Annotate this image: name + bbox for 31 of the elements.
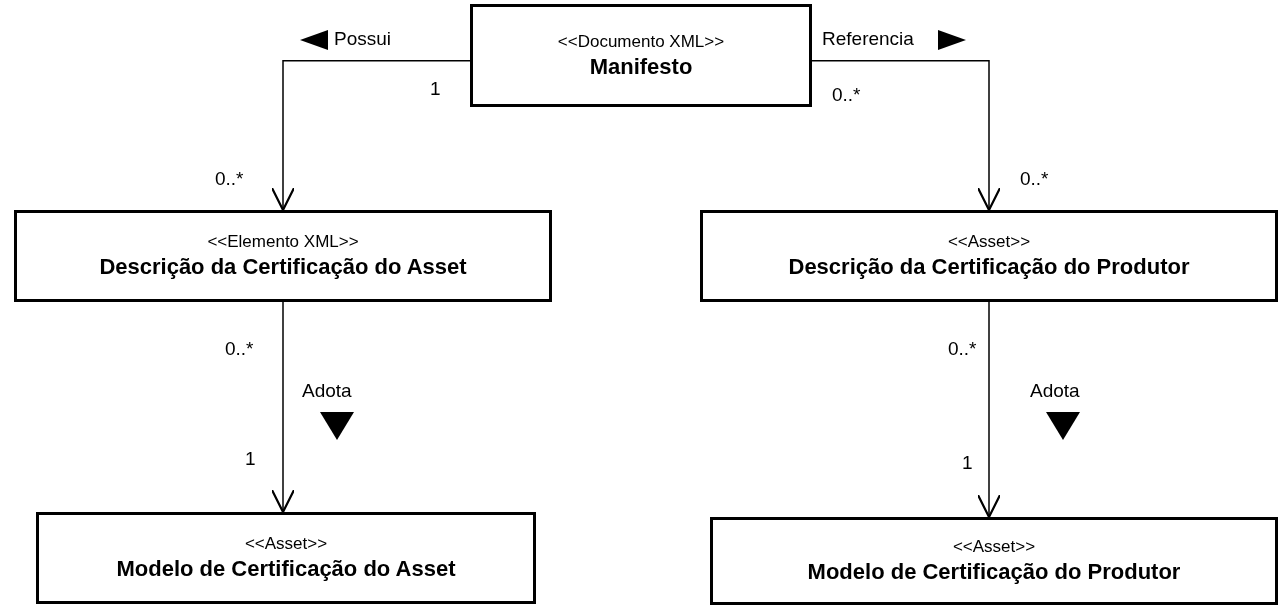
multiplicity-label: 0..* — [225, 338, 254, 360]
multiplicity-label: 0..* — [215, 168, 244, 190]
class-name: Descrição da Certificação do Produtor — [788, 253, 1190, 281]
edge-label: Referencia — [822, 28, 914, 50]
class-name: Descrição da Certificação do Asset — [99, 253, 467, 281]
multiplicity-label: 0..* — [832, 84, 861, 106]
class-box — [36, 512, 536, 604]
class-box — [470, 4, 812, 107]
stereotype-text: <<Asset>> — [244, 533, 328, 555]
multiplicity-label: 1 — [430, 78, 441, 100]
multiplicity-label: 0..* — [948, 338, 977, 360]
class-box — [700, 210, 1278, 302]
edge-label: Possui — [334, 28, 392, 50]
class-box — [710, 517, 1278, 605]
class-box — [14, 210, 552, 302]
edge-label: Adota — [1030, 380, 1080, 402]
association-arrow — [811, 59, 1002, 212]
stereotype-text: <<Elemento XML>> — [207, 231, 359, 253]
multiplicity-label: 0..* — [1020, 168, 1049, 190]
association-arrow — [270, 301, 296, 514]
stereotype-text: <<Asset>> — [947, 231, 1031, 253]
association-arrow — [270, 59, 471, 212]
class-name: Manifesto — [589, 52, 693, 81]
stereotype-text: <<Asset>> — [952, 536, 1036, 558]
edge-label: Adota — [302, 380, 352, 402]
multiplicity-label: 1 — [245, 448, 256, 470]
stereotype-text: <<Documento XML>> — [557, 30, 725, 53]
class-name: Modelo de Certificação do Asset — [116, 555, 456, 583]
class-name: Modelo de Certificação do Produtor — [807, 558, 1181, 586]
association-arrow — [976, 301, 1002, 519]
multiplicity-label: 1 — [962, 452, 973, 474]
